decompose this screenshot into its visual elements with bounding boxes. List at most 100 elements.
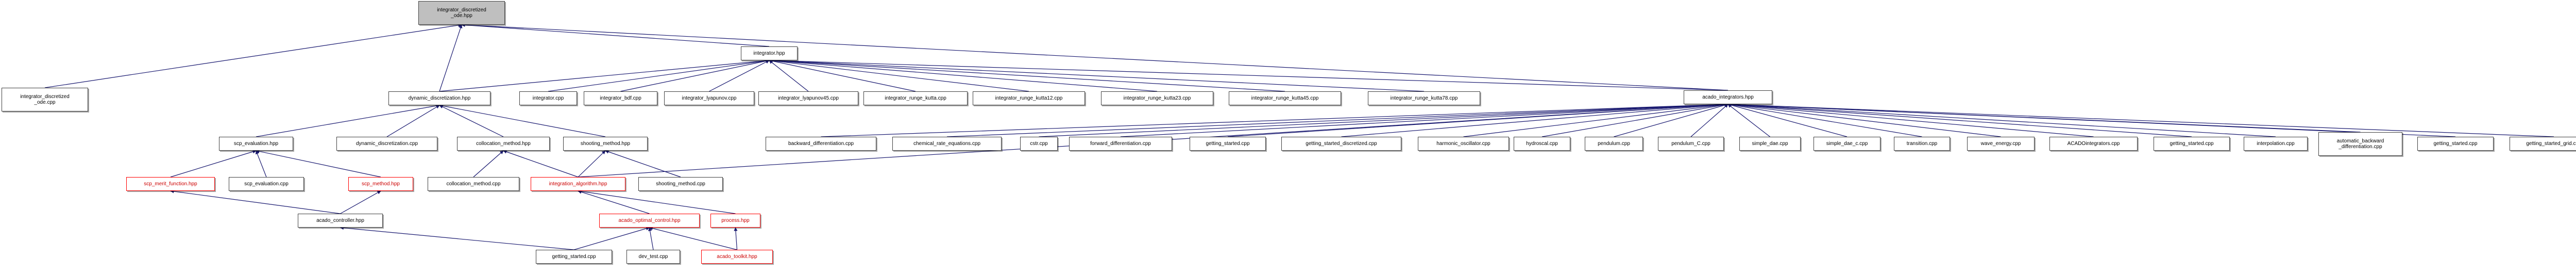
graph-node[interactable]: automatic_backward _differentiation.cpp bbox=[2318, 132, 2402, 156]
graph-node[interactable]: integrator_lyapunov45.cpp bbox=[758, 91, 858, 105]
graph-node[interactable]: scp_evaluation.cpp bbox=[229, 177, 304, 191]
graph-node-label: integrator_runge_kutta78.cpp bbox=[1390, 95, 1458, 101]
graph-node-label: pendulum_C.cpp bbox=[1671, 141, 1710, 147]
graph-node[interactable]: scp_merit_function.hpp bbox=[126, 177, 215, 191]
graph-node-label: integrator_bdf.cpp bbox=[600, 95, 641, 101]
graph-node-label: interpolation.cpp bbox=[2257, 141, 2295, 147]
graph-node-label: ACADOintegrators.cpp bbox=[2067, 141, 2120, 147]
graph-node[interactable]: integration_algorithm.hpp bbox=[531, 177, 625, 191]
graph-node[interactable]: integrator.hpp bbox=[741, 46, 798, 60]
graph-node[interactable]: integrator_lyapunov.cpp bbox=[664, 91, 754, 105]
graph-node-label: getting_started_discretized.cpp bbox=[1306, 141, 1377, 147]
graph-node[interactable]: getting_started_discretized.cpp bbox=[1281, 137, 1401, 151]
graph-edge bbox=[256, 149, 381, 178]
graph-node-label: acado_optimal_control.hpp bbox=[618, 218, 681, 223]
graph-node[interactable]: acado_integrators.hpp bbox=[1684, 90, 1772, 104]
graph-edge bbox=[503, 150, 579, 178]
graph-node[interactable]: getting_started.cpp bbox=[2154, 137, 2230, 151]
graph-node-label: simple_dae_c.cpp bbox=[1826, 141, 1868, 147]
graph-edge bbox=[439, 59, 770, 92]
graph-node[interactable]: integrator_runge_kutta78.cpp bbox=[1368, 91, 1480, 105]
graph-node[interactable]: dynamic_discretization.hpp bbox=[388, 91, 490, 105]
graph-edge bbox=[578, 150, 606, 178]
graph-node[interactable]: dev_test.cpp bbox=[626, 250, 680, 264]
graph-edge bbox=[461, 23, 770, 47]
graph-edge bbox=[439, 24, 463, 92]
graph-edge bbox=[1727, 102, 2361, 133]
graph-node-label: integrator_lyapunov45.cpp bbox=[778, 95, 839, 101]
graph-edge bbox=[821, 102, 1728, 137]
graph-edge bbox=[386, 105, 440, 137]
graph-edge bbox=[620, 59, 770, 92]
graph-node-label: cstr.cpp bbox=[1030, 141, 1048, 147]
graph-node[interactable]: getting_started.cpp bbox=[1190, 137, 1266, 151]
graph-edge bbox=[769, 58, 1158, 92]
graph-node[interactable]: scp_evaluation.hpp bbox=[219, 137, 293, 151]
graph-edge bbox=[769, 59, 1029, 92]
graph-node[interactable]: forward_differentiation.cpp bbox=[1069, 137, 1172, 151]
graph-node-label: integrator_runge_kutta45.cpp bbox=[1251, 95, 1319, 101]
graph-edge bbox=[1727, 102, 2554, 137]
graph-node-label: integrator.hpp bbox=[753, 51, 785, 56]
graph-node[interactable]: integrator_bdf.cpp bbox=[584, 91, 657, 105]
graph-node[interactable]: integrator_runge_kutta23.cpp bbox=[1101, 91, 1213, 105]
graph-node-label: hydroscal.cpp bbox=[1526, 141, 1558, 147]
graph-node[interactable]: shooting_method.hpp bbox=[563, 137, 648, 151]
graph-node[interactable]: ACADOintegrators.cpp bbox=[2049, 137, 2138, 151]
graph-edge bbox=[649, 227, 737, 250]
graph-node-label: process.hpp bbox=[721, 218, 750, 223]
graph-edge bbox=[548, 59, 770, 92]
graph-node[interactable]: integrator_runge_kutta45.cpp bbox=[1229, 91, 1341, 105]
graph-node[interactable]: hydroscal.cpp bbox=[1514, 137, 1570, 151]
graph-node-label: getting_started.cpp bbox=[2170, 141, 2214, 147]
graph-edge bbox=[1727, 102, 2276, 137]
graph-node[interactable]: dynamic_discretization.cpp bbox=[336, 137, 437, 151]
graph-node[interactable]: integrator_runge_kutta.cpp bbox=[863, 91, 968, 105]
graph-node[interactable]: cstr.cpp bbox=[1020, 137, 1058, 151]
graph-node[interactable]: chemical_rate_equations.cpp bbox=[892, 137, 1002, 151]
graph-node-label: wave_energy.cpp bbox=[1980, 141, 2021, 147]
graph-node-label: collocation_method.hpp bbox=[476, 141, 531, 147]
graph-edge bbox=[573, 227, 650, 250]
graph-node[interactable]: transition.cpp bbox=[1894, 137, 1950, 151]
graph-node[interactable]: scp_method.hpp bbox=[348, 177, 413, 191]
graph-edge bbox=[605, 150, 681, 178]
graph-node[interactable]: acado_optimal_control.hpp bbox=[599, 214, 700, 228]
graph-node-label: shooting_method.hpp bbox=[580, 141, 631, 147]
graph-node-label: collocation_method.cpp bbox=[446, 181, 501, 187]
graph-node[interactable]: collocation_method.cpp bbox=[428, 177, 519, 191]
graph-node-label: dynamic_discretization.hpp bbox=[408, 95, 471, 101]
graph-edge bbox=[709, 60, 770, 92]
graph-node[interactable]: getting_started_grid.cpp bbox=[2510, 137, 2576, 151]
graph-node[interactable]: integrator_discretized _ode.cpp bbox=[2, 88, 88, 111]
graph-node[interactable]: collocation_method.hpp bbox=[457, 137, 550, 151]
graph-node[interactable]: shooting_method.cpp bbox=[638, 177, 723, 191]
graph-node[interactable]: wave_energy.cpp bbox=[1967, 137, 2035, 151]
graph-node-label: transition.cpp bbox=[1906, 141, 1938, 147]
graph-node-label: acado_integrators.hpp bbox=[1702, 94, 1754, 100]
graph-node[interactable]: simple_dae.cpp bbox=[1739, 137, 1801, 151]
graph-node-label: simple_dae.cpp bbox=[1752, 141, 1788, 147]
graph-node[interactable]: pendulum.cpp bbox=[1585, 137, 1643, 151]
graph-node[interactable]: interpolation.cpp bbox=[2244, 137, 2308, 151]
graph-node[interactable]: integrator_runge_kutta12.cpp bbox=[973, 91, 1085, 105]
graph-edge bbox=[340, 190, 381, 214]
graph-edge bbox=[734, 227, 738, 250]
graph-node[interactable]: integrator.cpp bbox=[519, 91, 577, 105]
graph-node-label: scp_evaluation.cpp bbox=[244, 181, 289, 187]
graph-node[interactable]: acado_toolkit.hpp bbox=[701, 250, 773, 264]
graph-node-label: acado_toolkit.hpp bbox=[717, 254, 757, 260]
graph-node[interactable]: harmonic_oscillator.cpp bbox=[1418, 137, 1509, 151]
graph-node[interactable]: backward_differentiation.cpp bbox=[766, 137, 876, 151]
graph-node[interactable]: acado_controller.hpp bbox=[298, 214, 383, 228]
graph-node-label: integrator_runge_kutta12.cpp bbox=[995, 95, 1063, 101]
graph-node[interactable]: simple_dae_c.cpp bbox=[1814, 137, 1880, 151]
graph-node[interactable]: pendulum_C.cpp bbox=[1658, 137, 1724, 151]
graph-node-label: integration_algorithm.hpp bbox=[549, 181, 607, 187]
graph-node[interactable]: integrator_discretized _ode.hpp bbox=[418, 1, 505, 25]
graph-node[interactable]: getting_started.cpp bbox=[2417, 137, 2494, 151]
graph-node[interactable]: process.hpp bbox=[710, 214, 760, 228]
graph-node[interactable]: getting_started.cpp bbox=[536, 250, 612, 264]
graph-node-label: integrator_runge_kutta.cpp bbox=[885, 95, 946, 101]
graph-node-label: scp_method.hpp bbox=[362, 181, 400, 187]
